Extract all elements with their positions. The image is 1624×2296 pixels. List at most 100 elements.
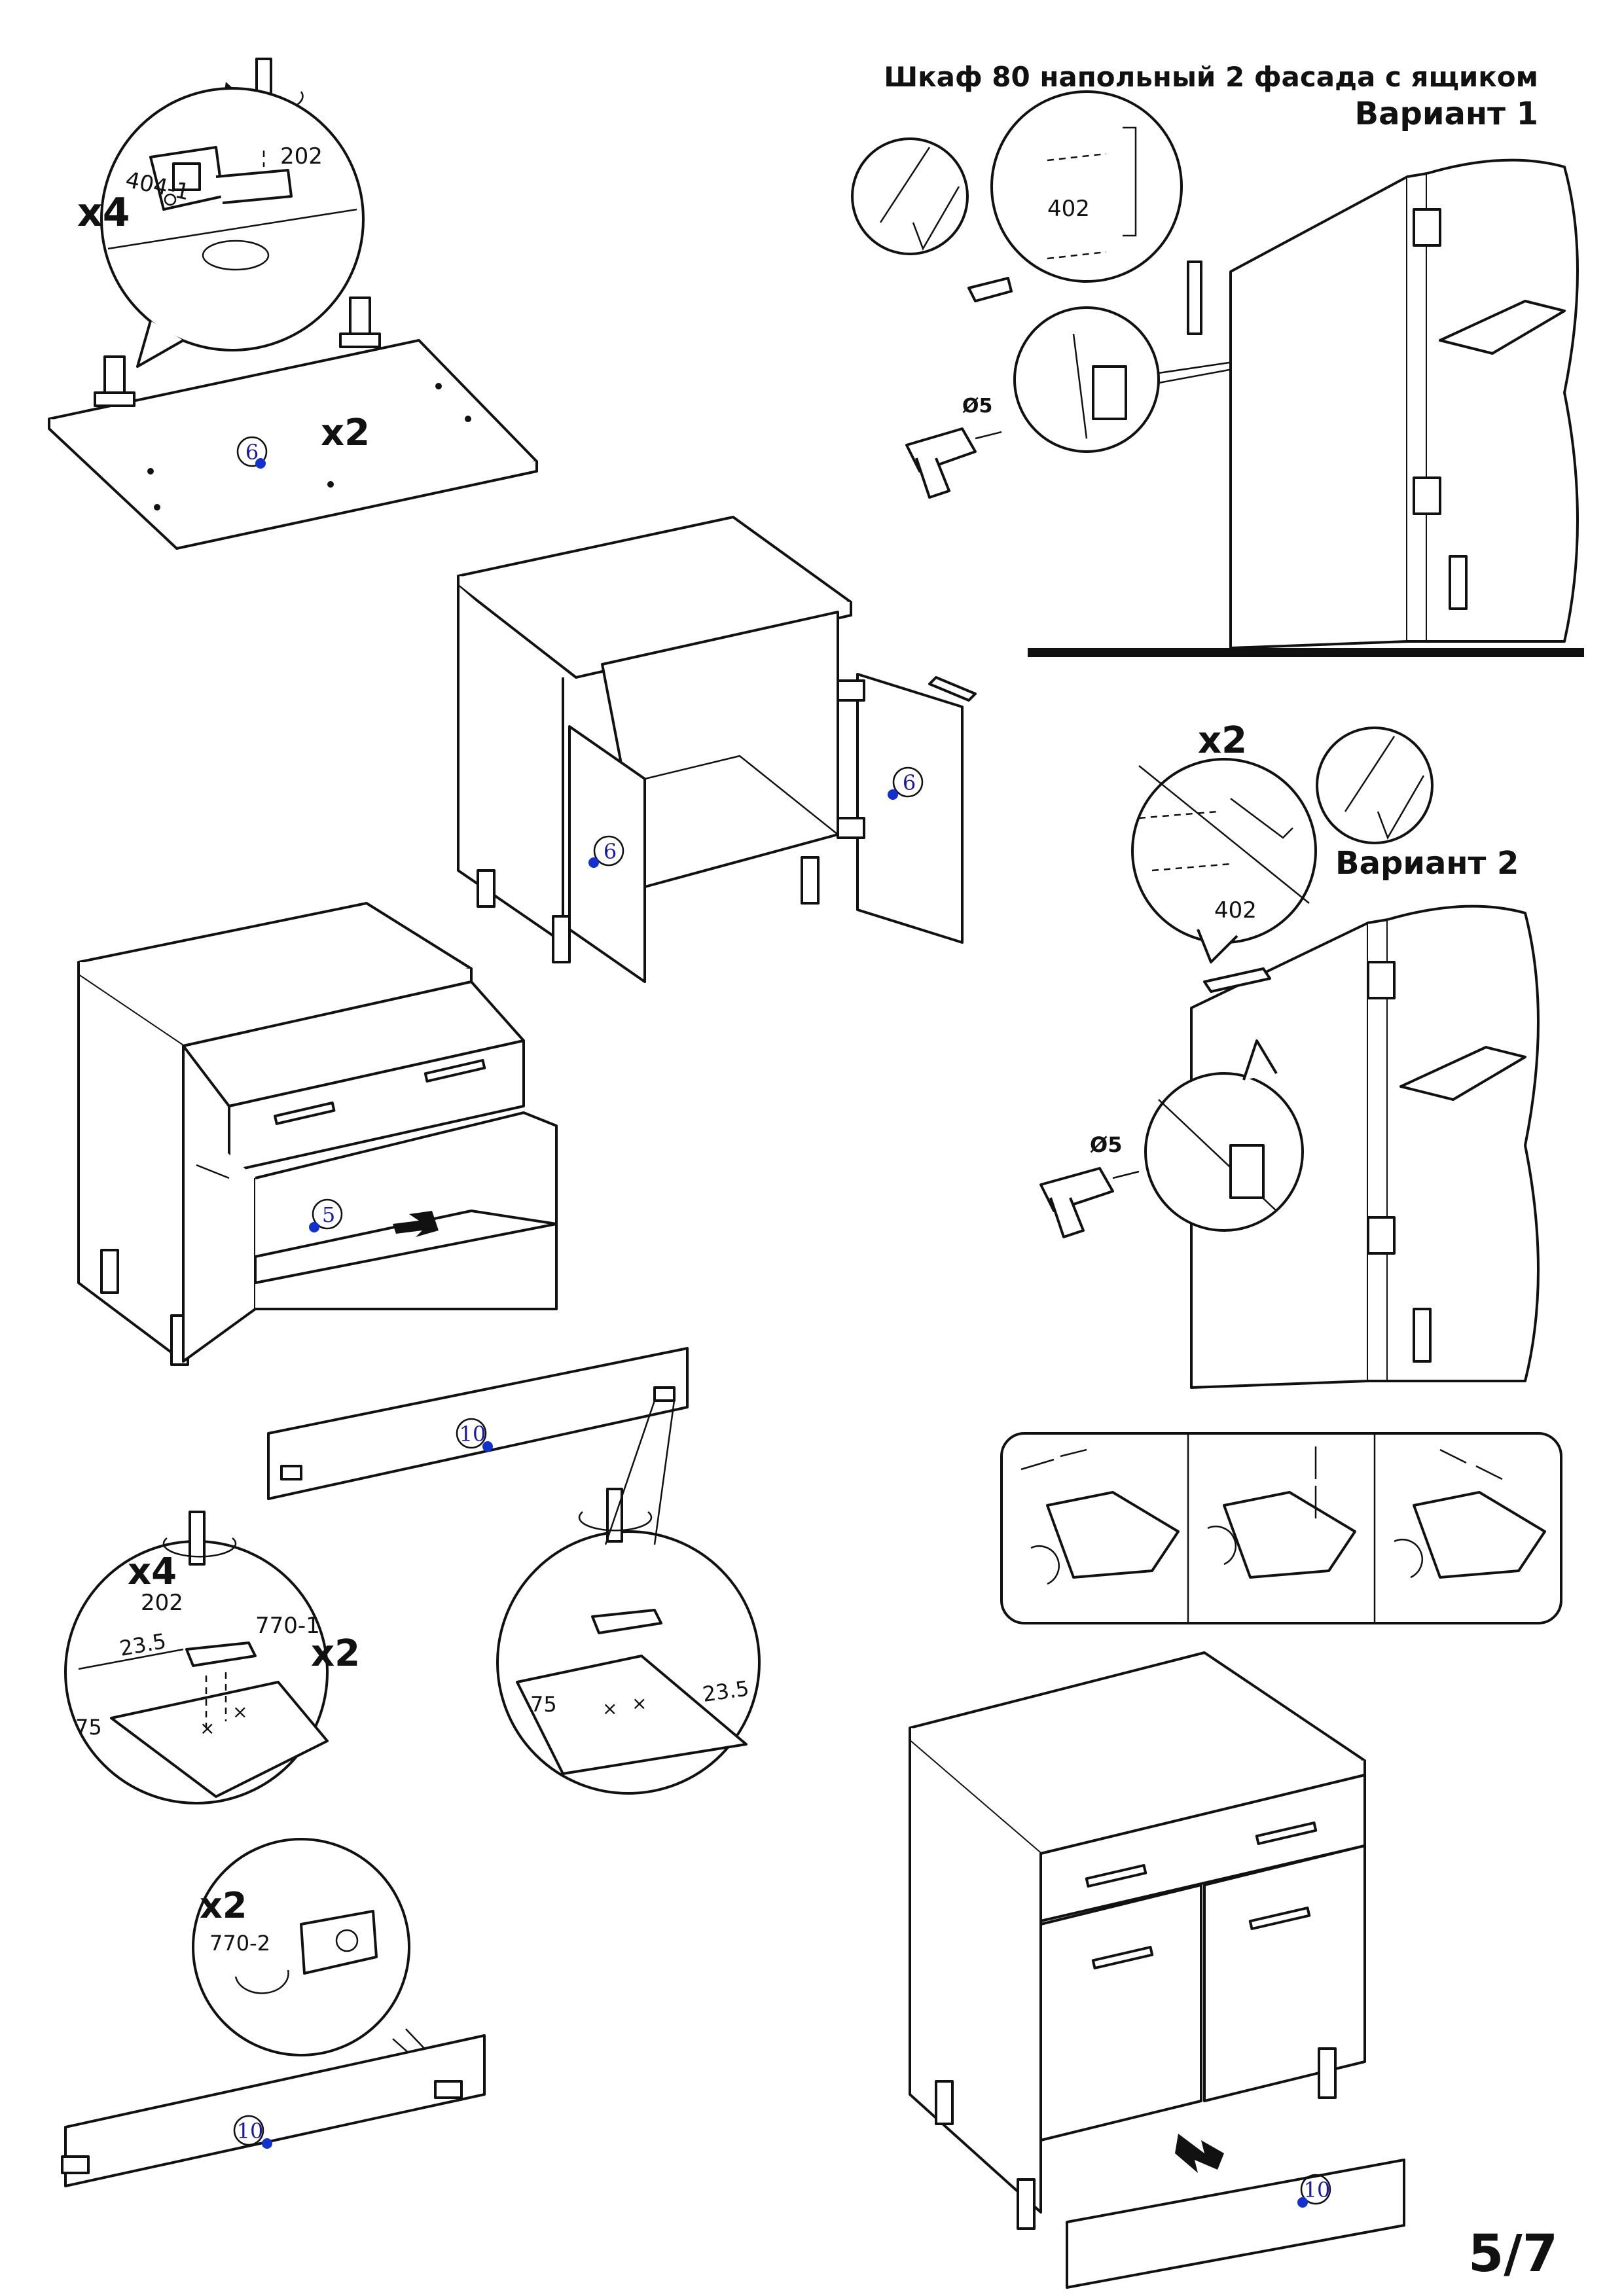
clip-770-2-detail-circle	[192, 1838, 410, 2056]
mark-x: ×	[602, 1698, 617, 1719]
hinge-icon	[1413, 476, 1441, 515]
screw-402-label-v2: 402	[1214, 897, 1257, 924]
screw-402-label-v1: 402	[1047, 196, 1090, 222]
insert-arrow-icon	[1175, 2134, 1224, 2173]
drill-icon	[905, 427, 1002, 499]
dim-75-left: 75	[75, 1715, 102, 1740]
leg-icon	[1318, 2047, 1337, 2099]
part-770-1-label: 770-1	[255, 1613, 320, 1639]
hinge-adjustment-panel	[1000, 1432, 1562, 1624]
handle-icon	[1085, 1864, 1147, 1888]
qty-x2-top: x2	[321, 412, 370, 454]
inner-shelf	[1439, 300, 1566, 355]
inner-shelf	[1399, 1046, 1526, 1101]
hinge-adjust-height-icon	[1223, 1491, 1356, 1579]
part-5-shelf-label: 5	[322, 1202, 335, 1227]
clip-icon	[434, 2080, 463, 2099]
panel-10	[267, 1347, 689, 1500]
tool-screwdriver-check-circle	[1316, 726, 1434, 844]
left-door	[1039, 1884, 1202, 2142]
variant-2-door-hinge-step: x2 402 Вариант 2 Ø5	[1039, 719, 1540, 1389]
drill-icon	[1039, 1167, 1140, 1238]
part-6-left-door-label: 6	[604, 839, 617, 864]
qty-x2-mid: x2	[311, 1632, 360, 1675]
right-door	[856, 673, 964, 944]
mark-x: ×	[632, 1693, 647, 1714]
screwdriver-icon	[162, 1511, 237, 1566]
hinge-adjust-side-icon	[1413, 1491, 1546, 1579]
part-6-right-door-label: 6	[903, 770, 916, 795]
hinge-adjust-depth-icon	[1046, 1491, 1180, 1579]
plinth-770-2-step: x2 770-2 10	[61, 1838, 486, 2187]
screw-202-label-mid: 202	[141, 1590, 183, 1616]
dim-75-right: 75	[530, 1692, 557, 1717]
tool-screwdriver-check-circle	[851, 137, 969, 255]
leg-icon	[552, 915, 571, 963]
clip-770-1-icon	[185, 1641, 257, 1667]
handle-icon	[1123, 126, 1137, 237]
mark-x: ×	[232, 1701, 247, 1723]
leg-bracket-404-1	[149, 146, 293, 211]
hinge-icon	[1367, 1216, 1396, 1255]
part-770-2-label: 770-2	[209, 1931, 270, 1956]
right-door	[1203, 1844, 1366, 2102]
check-icon	[912, 186, 960, 251]
cabinet-doors-step: 6 6	[457, 516, 977, 983]
callout-pointer	[1242, 1039, 1278, 1081]
check-icon	[1377, 775, 1425, 840]
page-number: 5/7	[1468, 2225, 1558, 2284]
hinge-drill-detail-circle	[1013, 306, 1160, 453]
handle-icon	[1091, 1946, 1154, 1969]
left-door	[568, 725, 646, 983]
leg-icon	[1017, 2178, 1036, 2230]
clip-icon	[61, 2155, 90, 2174]
leg-mount-step: 202 404-1 x4 6 x2	[48, 58, 538, 550]
hinge-icon	[1413, 208, 1441, 247]
variant-2-label: Вариант 2	[1335, 845, 1519, 882]
hinge-icon	[837, 817, 865, 839]
clip-770-1-icon	[591, 1609, 662, 1634]
qty-x4-mid: x4	[128, 1551, 177, 1593]
screwdriver-tip-icon	[967, 277, 1013, 302]
handle-icon	[1255, 1821, 1318, 1845]
handle-icon	[1203, 967, 1271, 993]
drill-d5-label-v2: Ø5	[1090, 1132, 1122, 1157]
qty-x2-v2: x2	[1198, 719, 1247, 762]
part-10-final-plinth-label: 10	[1304, 2178, 1331, 2202]
clip-770-2-icon	[300, 1910, 378, 1975]
leg-icon	[935, 2080, 954, 2125]
handle-icon	[928, 676, 977, 702]
detail-circle	[100, 87, 365, 351]
leg-icon	[1413, 1308, 1432, 1363]
part-marker	[236, 436, 268, 467]
variant-1-door-hinge-step: 402 Ø5	[851, 90, 1579, 649]
handle-detail-circle	[990, 90, 1183, 283]
handle-icon	[274, 1102, 336, 1125]
handle-icon	[1248, 1907, 1311, 1930]
leg-icon	[477, 869, 496, 908]
rotate-arrow-icon	[1394, 1539, 1423, 1579]
hinge-drill-detail-circle	[1144, 1072, 1304, 1232]
clip-icon	[653, 1386, 676, 1402]
screw-202-label: 202	[280, 143, 323, 170]
plinth-10	[1066, 2159, 1405, 2289]
hinge-icon	[837, 679, 865, 702]
rotate-arrow-icon	[1207, 1526, 1236, 1566]
handle-icon	[1230, 798, 1293, 839]
qty-x4-top: x4	[77, 190, 130, 236]
final-cabinet-step: 10	[909, 1651, 1405, 2289]
panel-10-bottom	[64, 2034, 486, 2187]
callout-pointer	[1197, 929, 1238, 963]
leg-icon	[1449, 555, 1468, 610]
cabinet-drawer-shelf-step: 5	[77, 902, 558, 1366]
part-10-bottom-panel-label: 10	[237, 2119, 264, 2144]
callout-pointer	[136, 320, 184, 368]
leg-icon	[801, 856, 820, 905]
qty-x2-bottom: x2	[200, 1885, 247, 1926]
insert-arrow-icon	[393, 1211, 439, 1237]
sheet-title: Шкаф 80 напольный 2 фасада с ящиком	[884, 61, 1538, 93]
variant-1-label: Вариант 1	[1355, 96, 1538, 132]
base-board-6	[48, 296, 538, 550]
door-panel	[1229, 175, 1409, 649]
